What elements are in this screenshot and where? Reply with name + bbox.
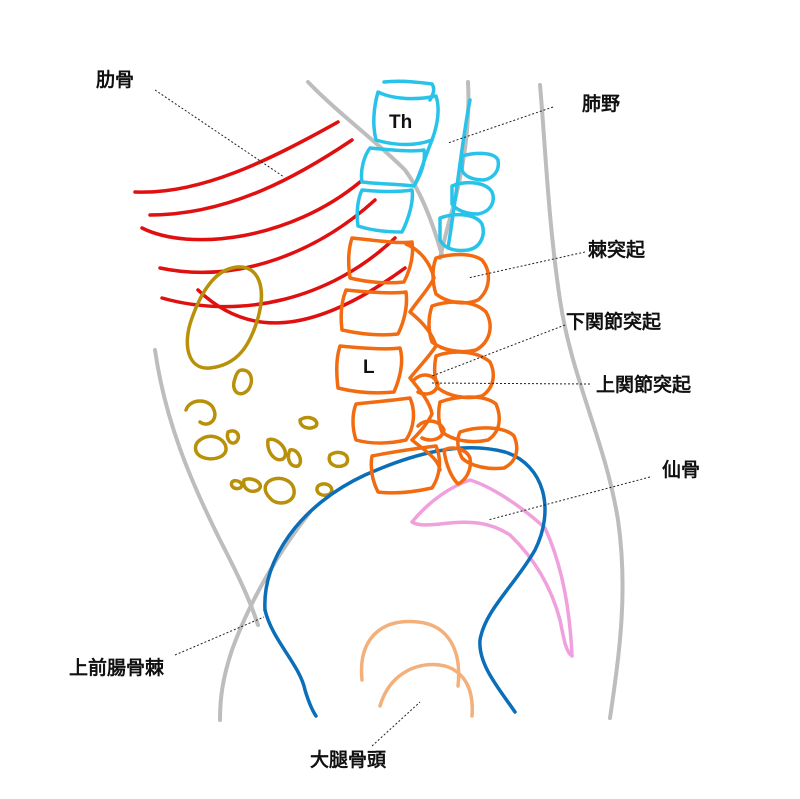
leader-superior-articular xyxy=(429,382,591,385)
label-thoracic-vertebra: Th xyxy=(389,112,412,133)
spinous-process xyxy=(432,350,496,400)
leader-rib xyxy=(154,89,285,178)
rib xyxy=(133,120,340,194)
back-outline xyxy=(438,80,471,260)
gas-blob xyxy=(286,448,303,468)
thoracic-vertebrae xyxy=(355,79,501,253)
posterior-skin-line xyxy=(538,83,625,720)
femoral-head-arc-outer xyxy=(359,619,461,688)
articular-process xyxy=(416,419,446,442)
leader-femoral-head xyxy=(371,701,421,747)
gas-ring xyxy=(263,476,296,505)
sacrum-outline xyxy=(410,478,574,658)
spinous-process xyxy=(431,252,491,305)
spinous-process xyxy=(436,395,502,444)
ribs xyxy=(133,120,407,325)
bowel-gas xyxy=(184,265,350,505)
anterior-abdomen-line xyxy=(153,348,260,627)
leader-lung-field xyxy=(447,106,554,144)
iliac-lower xyxy=(263,608,318,718)
leader-lines xyxy=(154,89,651,747)
lumbar-body-L1 xyxy=(346,236,415,285)
pelvis xyxy=(263,445,547,718)
thoracic-spine-ridge xyxy=(412,138,434,188)
label-sacrum: 仙骨 xyxy=(662,458,700,481)
label-superior-articular-process: 上関節突起 xyxy=(596,373,692,396)
label-rib: 肋骨 xyxy=(96,68,134,91)
gas-oval xyxy=(231,368,254,396)
lumbar-body-L4 xyxy=(351,396,416,445)
articular-process xyxy=(412,373,440,396)
leader-sacrum xyxy=(487,476,651,521)
lumbar-body-L3 xyxy=(334,344,404,395)
gas-ring xyxy=(193,434,228,461)
gas-blob xyxy=(241,477,263,493)
gas-blob xyxy=(229,478,244,491)
rib xyxy=(158,198,377,275)
spinous-process xyxy=(427,300,492,354)
lumbar-vertebrae xyxy=(334,236,519,495)
thoracic-posterior-element xyxy=(460,151,501,182)
gas-large xyxy=(185,265,264,370)
label-femoral-head: 大腿骨頭 xyxy=(310,748,387,771)
rib xyxy=(160,236,397,309)
articular-process xyxy=(442,446,473,486)
gas-curl xyxy=(184,399,217,426)
diaphragm-line xyxy=(306,80,444,257)
gas-small xyxy=(225,429,241,445)
body-outline xyxy=(153,80,625,722)
sacrum xyxy=(410,478,574,658)
rib xyxy=(140,180,362,242)
thoracic-posterior-element xyxy=(450,180,495,216)
thoracic-facet-line xyxy=(446,98,472,250)
rib xyxy=(148,138,354,217)
femoral-head xyxy=(359,619,475,718)
lumbar-body-L2 xyxy=(339,288,409,337)
label-inferior-articular-process: 下関節突起 xyxy=(566,310,662,333)
thoracic-vertebra xyxy=(355,188,415,234)
gas-blob xyxy=(298,415,319,430)
lumbar-body-L5 xyxy=(369,444,442,495)
label-lumbar-vertebra: L xyxy=(363,357,375,378)
femoral-head-arc-inner xyxy=(378,662,475,718)
label-lung-field: 肺野 xyxy=(582,93,620,115)
iliac-crest xyxy=(263,445,547,714)
label-asis: 上前腸骨棘 xyxy=(69,656,165,679)
leader-asis xyxy=(174,616,265,656)
label-spinous-process: 棘突起 xyxy=(588,238,646,261)
iliac-line xyxy=(218,510,312,722)
gas-blob xyxy=(266,437,288,462)
gas-blob xyxy=(327,450,350,469)
